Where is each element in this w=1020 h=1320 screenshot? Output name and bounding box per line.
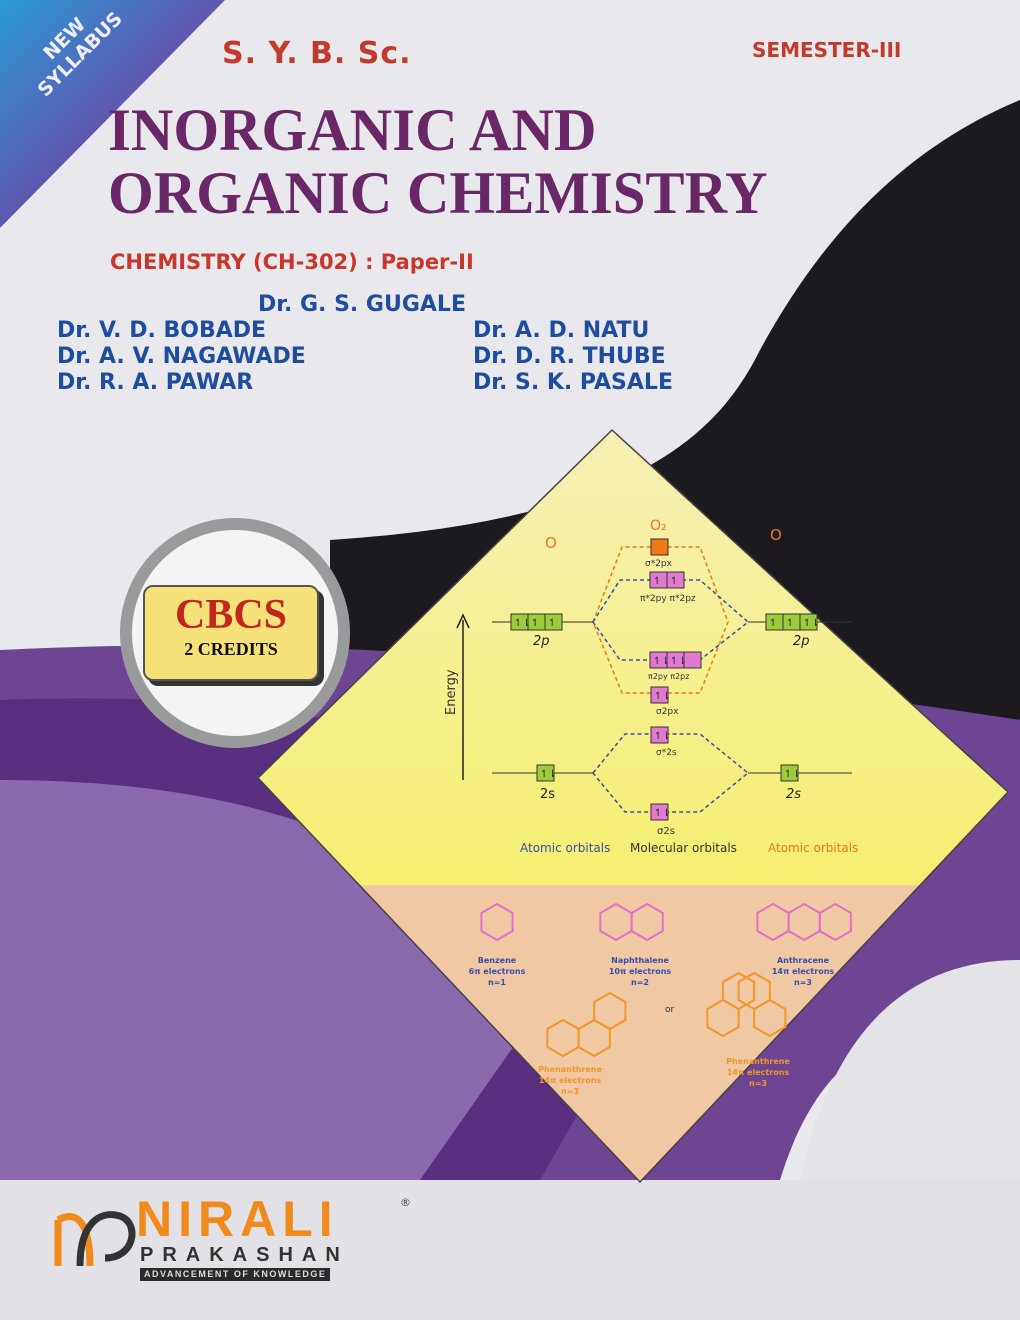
mo-pi-box <box>683 651 702 669</box>
molecule-electrons: 14π electrons <box>727 1068 790 1077</box>
molecule-n: n=2 <box>631 978 649 987</box>
mo-sigma-2s-label: σ2s <box>657 826 675 837</box>
hexagon-ring <box>722 971 756 1011</box>
ao-2s-right-label: 2s <box>786 787 801 802</box>
mo-sigma-star-2s-electrons: ↿⇂ <box>654 731 671 742</box>
molecule-n: n=3 <box>561 1087 579 1096</box>
mo-pi-star-label: π*2py π*2pz <box>640 594 696 604</box>
molecule-n: n=3 <box>794 978 812 987</box>
author: Dr. S. K. PASALE <box>473 370 673 395</box>
ao-2p-right-electrons: ↿ <box>769 618 777 629</box>
publisher-sub: PRAKASHAN <box>140 1244 349 1266</box>
mo-sigma-star-2p-box <box>650 538 669 556</box>
publisher-tagline: ADVANCEMENT OF KNOWLEDGE <box>140 1268 331 1281</box>
molecule-label: O₂ <box>650 518 667 534</box>
mo-pi-electrons: ↿⇂ <box>670 656 687 667</box>
ao-2s-right-electrons: ↿⇂ <box>784 769 801 780</box>
author: Dr. A. D. NATU <box>473 318 650 343</box>
molecule-name: Phenanthrene <box>538 1065 602 1074</box>
diamond-outline <box>257 429 1009 1183</box>
molecule-name: Benzene <box>478 956 517 965</box>
registered-mark: ® <box>400 1196 411 1209</box>
book-title-line-2: ORGANIC CHEMISTRY <box>108 160 768 226</box>
energy-arrow-icon <box>456 613 470 629</box>
credits-label: 2 CREDITS <box>184 639 278 659</box>
mo-sigma-star-2s-label: σ*2s <box>656 748 677 758</box>
ao-2p-right-label: 2p <box>793 634 810 649</box>
author: Dr. V. D. BOBADE <box>57 318 267 343</box>
ao-2s-left-box <box>536 764 555 782</box>
mo-sigma-2p-label: σ2px <box>656 707 679 717</box>
energy-axis-label: Energy <box>444 669 459 715</box>
mo-pi-star-electrons: ↿ <box>653 576 661 587</box>
hexagon-ring <box>593 991 627 1031</box>
cbcs-label: CBCS <box>174 592 288 638</box>
nirali-logo-icon <box>54 1211 136 1267</box>
ao-2p-left-electrons: ↿⇂ <box>514 618 531 629</box>
mo-sigma-2s-box <box>650 803 669 821</box>
gray-curve <box>800 960 1020 1180</box>
bottom-strip <box>0 1180 1020 1320</box>
molecule-n: n=3 <box>749 1079 767 1088</box>
new-syllabus-corner <box>0 0 225 228</box>
mo-pi-star-electrons: ↿ <box>670 576 678 587</box>
mo-pi-label: π2py π2pz <box>648 672 689 681</box>
author: Dr. D. R. THUBE <box>473 344 666 369</box>
atomic-orbitals-right-label: Atomic orbitals <box>768 841 858 855</box>
mo-sigma-2s-electrons: ↿⇂ <box>654 808 671 819</box>
ao-2p-right-electrons: ↿⇂ <box>803 618 820 629</box>
ao-2p-left-label: 2p <box>533 634 550 649</box>
molecule-electrons: 14π electrons <box>772 967 835 976</box>
ao-2p-left-electrons: ↿ <box>548 618 556 629</box>
mo-sigma-star-2s-box <box>650 726 669 744</box>
molecule-name: Naphthalene <box>611 956 669 965</box>
course-label: S. Y. B. Sc. <box>222 36 412 71</box>
semester-label: SEMESTER-III <box>752 38 902 62</box>
ao-2s-right-box <box>780 764 799 782</box>
molecule-name: Phenanthrene <box>726 1057 790 1066</box>
mo-sigma-2p-box <box>650 686 669 704</box>
mo-sigma-2p-electrons: ↿⇂ <box>654 691 671 702</box>
ao-2p-right-electrons: ↿ <box>786 618 794 629</box>
ao-2s-left-label: 2s <box>540 787 555 802</box>
2s-connector <box>592 733 750 813</box>
hexagon-ring <box>630 902 664 942</box>
hexagon-ring <box>818 902 852 942</box>
ao-2p-right-box <box>799 613 818 631</box>
ao-2s-left-electrons: ↿⇂ <box>540 769 557 780</box>
cbcs-badge: CBCS 2 CREDITS <box>143 585 319 681</box>
mo-pi-star-box <box>666 571 685 589</box>
molecule-electrons: 14π electrons <box>539 1076 602 1085</box>
ao-2p-left-box <box>544 613 563 631</box>
molecule-n: n=1 <box>488 978 506 987</box>
atom-right-label: O <box>770 526 782 544</box>
paper-subtitle: CHEMISTRY (CH-302) : Paper-II <box>110 250 474 274</box>
sigma-2p-connector <box>592 546 729 694</box>
ao-2p-left-electrons: ↿ <box>531 618 539 629</box>
mo-sigma-star-2p-label: σ*2px <box>645 559 673 569</box>
book-title-line-1: INORGANIC AND <box>108 97 597 163</box>
lead-author: Dr. G. S. GUGALE <box>258 292 466 317</box>
author: Dr. R. A. PAWAR <box>57 370 254 395</box>
molecular-orbitals-label: Molecular orbitals <box>630 841 737 855</box>
pi-connector <box>592 579 750 661</box>
molecule-electrons: 6π electrons <box>469 967 526 976</box>
hexagon-ring <box>480 902 514 942</box>
molecule-name: Anthracene <box>777 956 830 965</box>
hexagon-ring <box>737 971 771 1011</box>
or-label: or <box>665 1005 675 1015</box>
atomic-orbitals-left-label: Atomic orbitals <box>520 841 610 855</box>
mo-pi-electrons: ↿⇂ <box>653 656 670 667</box>
author: Dr. A. V. NAGAWADE <box>57 344 306 369</box>
publisher-name: NIRALI <box>136 1191 339 1247</box>
atom-left-label: O <box>545 534 557 552</box>
mo-diagram-panel <box>258 430 1008 885</box>
molecule-electrons: 10π electrons <box>609 967 672 976</box>
